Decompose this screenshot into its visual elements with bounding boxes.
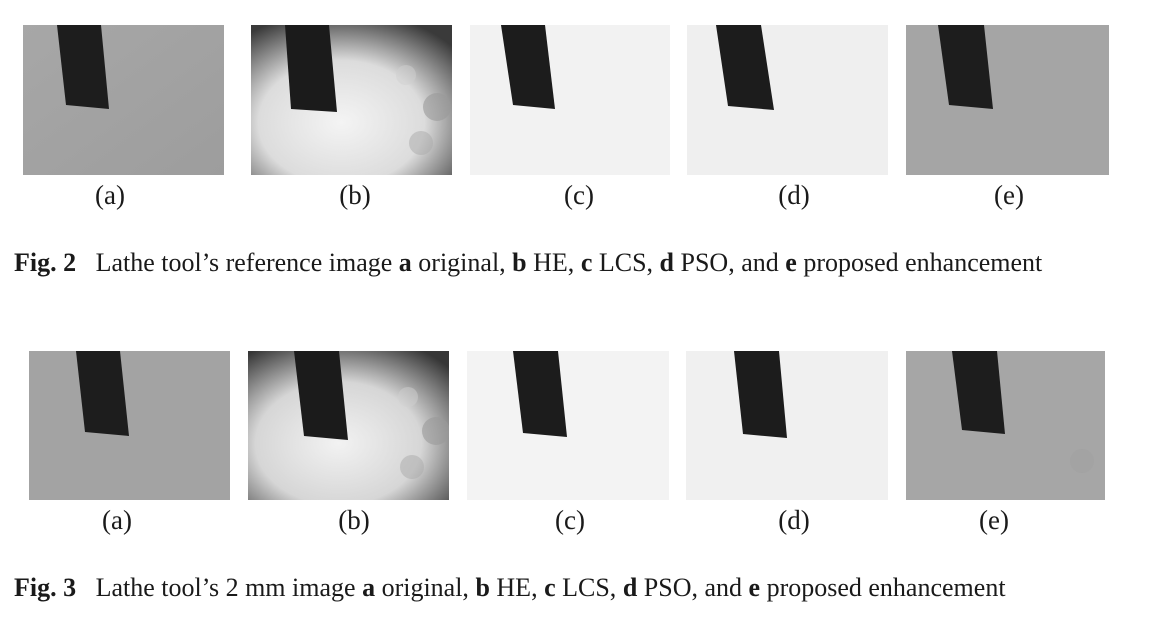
fig2-caption: Fig. 2 Lathe tool’s reference image a or… <box>14 248 1042 278</box>
caption-key: e <box>785 248 797 277</box>
fig2-panel-a <box>23 25 224 175</box>
fig3-panel-e <box>906 351 1105 500</box>
caption-key: d <box>622 573 638 602</box>
caption-key: d <box>659 248 675 277</box>
caption-key: b <box>475 573 490 602</box>
fig2-panel-e <box>906 25 1109 175</box>
fig3-sublabel-c: (c) <box>555 505 585 535</box>
figure-label: Fig. 2 <box>14 248 77 277</box>
lathe-tool-image <box>686 351 888 500</box>
lathe-tool-image <box>906 351 1105 500</box>
caption-key: e <box>748 573 761 602</box>
caption-part: original, <box>381 573 469 602</box>
lathe-tool-image <box>251 25 452 175</box>
figure-label: Fig. 3 <box>14 573 77 602</box>
fig2-sublabel-d: (d) <box>778 180 810 210</box>
fig3-panel-a <box>29 351 230 500</box>
caption-part: HE, <box>496 573 538 602</box>
lathe-tool-image <box>29 351 230 500</box>
lathe-tool-image <box>467 351 669 500</box>
fig3-panel-d <box>686 351 888 500</box>
lathe-tool-image <box>906 25 1109 175</box>
fig3-sublabel-b: (b) <box>338 505 370 535</box>
caption-lead: Lathe tool’s 2 mm image <box>95 573 356 602</box>
fig3-sublabel-d: (d) <box>778 505 810 535</box>
fig2-sublabel-e: (e) <box>994 180 1024 210</box>
caption-key: a <box>362 573 376 602</box>
caption-lead: Lathe tool’s reference image <box>95 248 393 277</box>
lathe-tool-image <box>687 25 888 175</box>
fig2-sublabel-c: (c) <box>564 180 594 210</box>
caption-part: original, <box>418 248 506 277</box>
caption-key: c <box>544 573 556 602</box>
caption-key: a <box>398 248 412 277</box>
caption-part: proposed enhancement <box>766 573 1006 602</box>
lathe-tool-image <box>470 25 670 175</box>
caption-part: proposed enhancement <box>803 248 1043 277</box>
fig2-panel-b <box>251 25 452 175</box>
fig3-panel-b <box>248 351 449 500</box>
fig2-panel-c <box>470 25 670 175</box>
caption-part: HE, <box>533 248 575 277</box>
fig3-panel-c <box>467 351 669 500</box>
caption-key: c <box>580 248 593 277</box>
fig2-panel-d <box>687 25 888 175</box>
fig3-sublabel-a: (a) <box>102 505 132 535</box>
caption-part: PSO, and <box>643 573 743 602</box>
lathe-tool-image <box>248 351 449 500</box>
fig3-sublabel-e: (e) <box>979 505 1009 535</box>
caption-part: LCS, <box>562 573 617 602</box>
caption-part: LCS, <box>598 248 654 277</box>
caption-key: b <box>512 248 527 277</box>
caption-part: PSO, and <box>680 248 779 277</box>
fig3-caption: Fig. 3 Lathe tool’s 2 mm image a origina… <box>14 573 1006 603</box>
fig2-sublabel-b: (b) <box>339 180 371 210</box>
fig2-sublabel-a: (a) <box>95 180 125 210</box>
lathe-tool-image <box>23 25 224 175</box>
